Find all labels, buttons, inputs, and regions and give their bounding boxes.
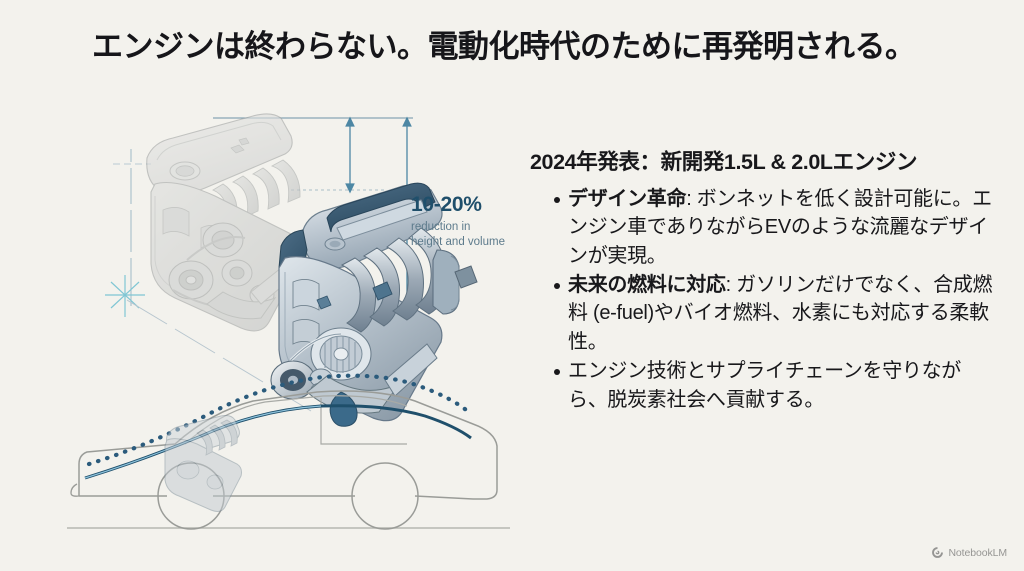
- bullet-body: エンジン技術とサプライチェーンを守りながら、脱炭素社会へ貢献する。: [568, 360, 961, 411]
- dimension-construction-lines: [105, 117, 413, 412]
- car-silhouette: [67, 373, 510, 530]
- list-item: エンジン技術とサプライチェーンを守りながら、脱炭素社会へ貢献する。: [530, 357, 1000, 414]
- reduction-callout: 10-20% reduction in height and volume: [411, 193, 536, 250]
- engine-comparison-illustration: [55, 92, 525, 552]
- list-item: デザイン革命: ボンネットを低く設計可能に。エンジン車でありながらEVのような流…: [530, 185, 1000, 270]
- bullet-lead: 未来の燃料に対応: [568, 273, 726, 296]
- callout-description-line1: reduction in: [411, 220, 471, 233]
- notebooklm-spiral-icon: [931, 546, 944, 559]
- list-item: 未来の燃料に対応: ガソリンだけでなく、合成燃料 (e-fuel)やバイオ燃料、…: [530, 271, 1000, 356]
- callout-description-line2: height and volume: [411, 235, 505, 248]
- old-engine-ghost: [146, 113, 305, 332]
- content-column: 2024年発表：新開発1.5L & 2.0Lエンジン デザイン革命: ボンネット…: [530, 150, 1000, 415]
- car-engine-inset: [164, 415, 242, 512]
- content-heading: 2024年発表：新開発1.5L & 2.0Lエンジン: [530, 150, 918, 174]
- notebooklm-watermark: NotebookLM: [931, 546, 1007, 559]
- bullet-body: : ガソリンだけでなく、合成燃料 (e-fuel)やバイオ燃料、水素にも対応する…: [568, 273, 993, 353]
- callout-value: 10-20%: [411, 193, 482, 216]
- bullet-lead: デザイン革命: [568, 187, 687, 210]
- page-title: エンジンは終わらない。電動化時代のために再発明される。: [92, 29, 916, 64]
- bullet-list: デザイン革命: ボンネットを低く設計可能に。エンジン車でありながらEVのような流…: [530, 185, 1000, 414]
- bullet-body: : ボンネットを低く設計可能に。エンジン車でありながらEVのような流麗なデザイン…: [568, 187, 992, 267]
- callout-description: reduction in height and volume: [411, 220, 536, 251]
- notebooklm-label: NotebookLM: [948, 546, 1007, 559]
